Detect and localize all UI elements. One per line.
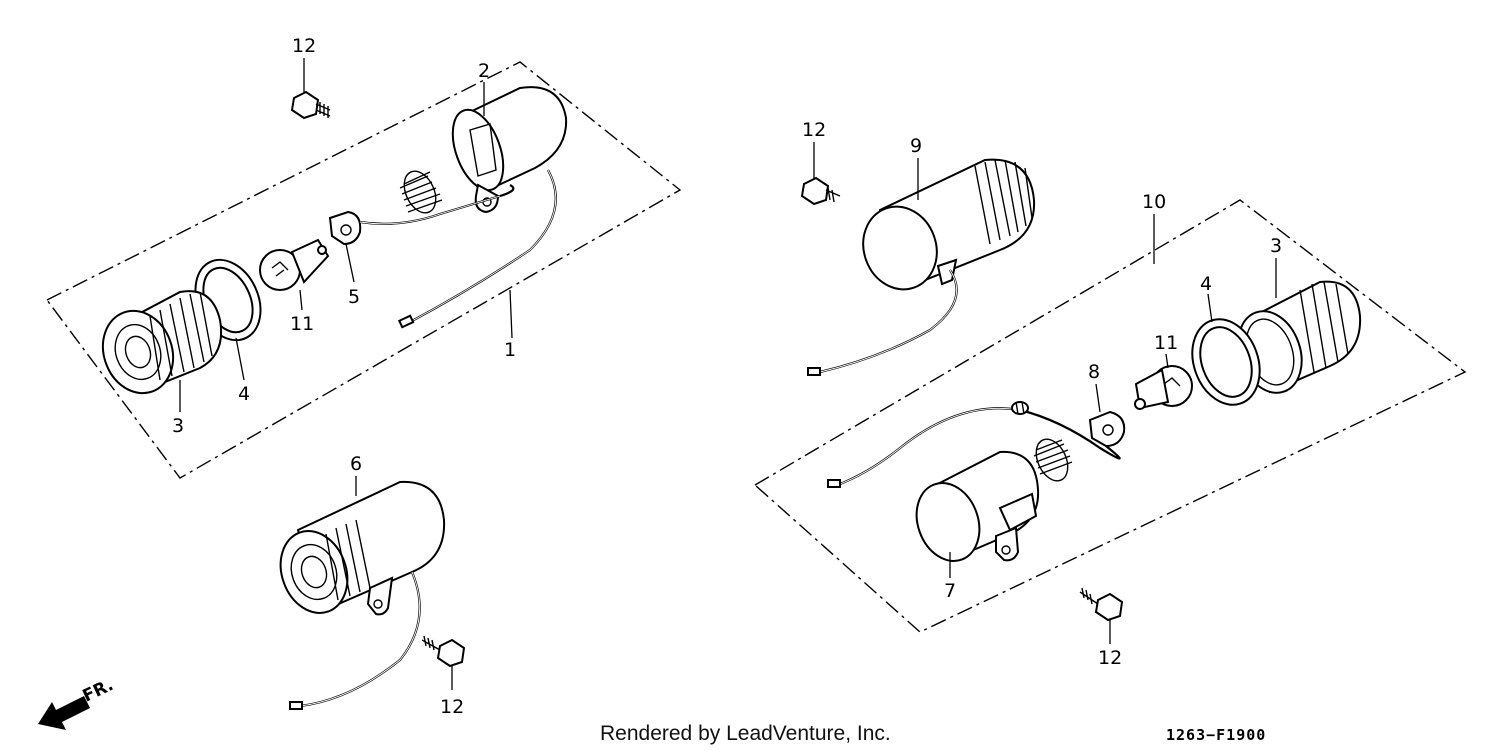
callout-8: 8 xyxy=(1088,361,1100,383)
callout-4-right: 4 xyxy=(1200,273,1212,295)
callout-12-top: 12 xyxy=(292,35,316,57)
bulb-11-left xyxy=(259,238,330,291)
bolt-12-lower-left xyxy=(421,635,466,668)
spring-left xyxy=(399,170,443,214)
bolt-12-right-bottom xyxy=(1079,587,1124,622)
bolt-12-top xyxy=(290,90,331,120)
callout-12-right-bottom: 12 xyxy=(1098,647,1122,669)
spring-right xyxy=(1033,438,1073,482)
callout-1: 1 xyxy=(504,339,516,361)
wire-terminal-6 xyxy=(289,701,303,710)
front-direction-marker: FR. xyxy=(38,675,117,730)
callout-11-left: 11 xyxy=(290,313,314,335)
lens-3-left xyxy=(101,290,222,395)
callout-5: 5 xyxy=(348,286,360,308)
wire-terminal-9 xyxy=(807,367,821,376)
front-arrow-icon xyxy=(38,696,90,730)
callout-labels: 12 2 5 11 1 4 3 6 12 12 9 10 3 4 11 8 7 … xyxy=(172,35,1282,718)
callout-11-right: 11 xyxy=(1154,332,1178,354)
turn-signal-housing-7 xyxy=(915,450,1040,562)
callout-7: 7 xyxy=(944,580,956,602)
socket-8 xyxy=(1088,410,1126,448)
callout-3-left: 3 xyxy=(172,415,184,437)
leader-lines xyxy=(179,58,1277,690)
bulb-11-right xyxy=(1134,365,1193,410)
gasket-4-right xyxy=(1191,318,1261,406)
callout-3-right: 3 xyxy=(1270,235,1282,257)
assembly-frame-right xyxy=(753,199,1467,633)
lens-3-right xyxy=(1237,280,1362,394)
callout-4-left: 4 xyxy=(238,383,250,405)
callout-2: 2 xyxy=(478,60,490,82)
callout-12-lower-left: 12 xyxy=(440,696,464,718)
bolt-12-right-top xyxy=(800,176,841,206)
assembly-frame-left xyxy=(45,61,682,479)
wire-terminal-left xyxy=(397,314,415,329)
wire-terminal-10 xyxy=(827,479,841,488)
render-credit: Rendered by LeadVenture, Inc. xyxy=(600,722,891,745)
turn-signal-unit-9 xyxy=(862,158,1036,291)
diagram-code: 1263−F1900 xyxy=(1166,726,1266,744)
callout-6: 6 xyxy=(350,453,362,475)
callout-12-right-top: 12 xyxy=(802,119,826,141)
front-label: FR. xyxy=(80,675,117,706)
callout-10: 10 xyxy=(1142,191,1166,213)
socket-5 xyxy=(328,184,515,246)
turn-signal-unit-6 xyxy=(279,480,446,616)
callout-9: 9 xyxy=(910,135,922,157)
turn-signal-housing-2 xyxy=(451,86,568,214)
wire-clip-10 xyxy=(1011,401,1029,415)
